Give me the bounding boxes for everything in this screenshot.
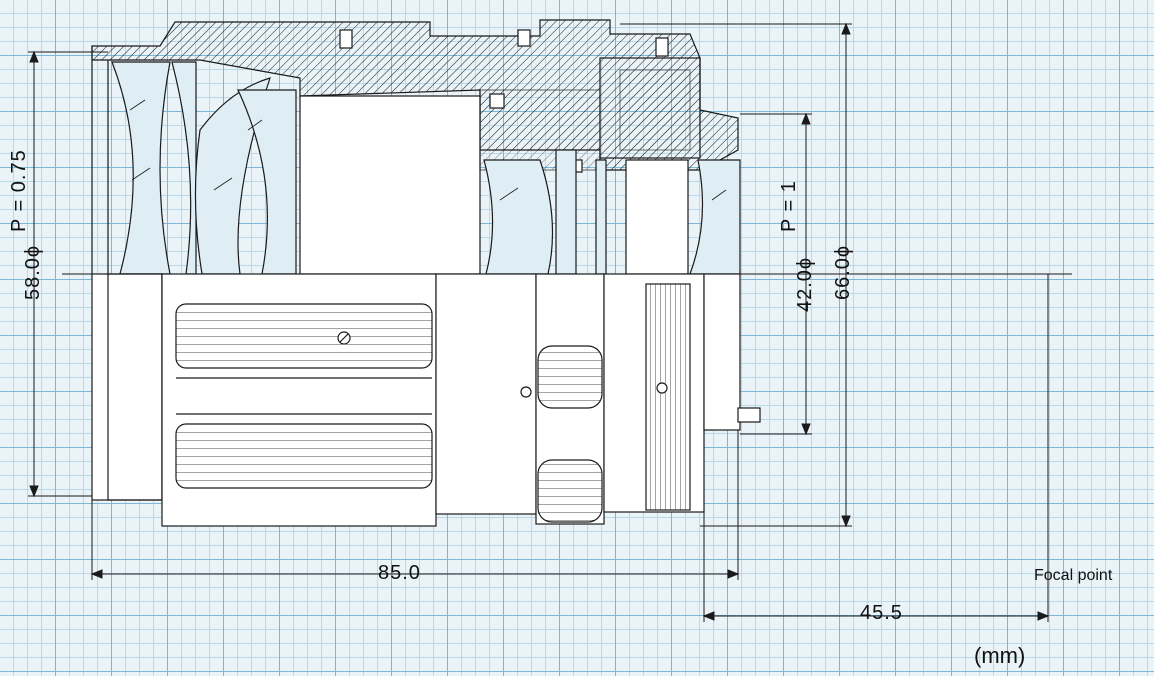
- mount-ring-knurl: [645, 283, 691, 511]
- aperture-barrel: [435, 273, 537, 515]
- lens-element-rear-spacer: [625, 159, 689, 275]
- lens-element-1: [111, 61, 171, 275]
- barrel-section-upper: [91, 19, 739, 275]
- focus-ring-knurl-upper: [175, 303, 433, 369]
- label-pitch-rear: P = 1: [778, 180, 800, 232]
- label-focal-point: Focal point: [1034, 567, 1113, 584]
- label-diameter-front: 58.0ϕ: [22, 244, 44, 300]
- front-ring: [91, 273, 163, 501]
- lens-element-2: [171, 61, 197, 275]
- label-diameter-max: 66.0ϕ: [832, 244, 854, 300]
- lens-element-6: [555, 149, 577, 275]
- label-length-total: 85.0: [378, 562, 421, 584]
- label-unit: (mm): [974, 643, 1026, 668]
- dimension-lines: [28, 22, 1050, 622]
- lens-element-7: [595, 159, 607, 275]
- label-pitch-front: P = 0.75: [8, 149, 30, 232]
- barrel-exterior-lower: [91, 273, 761, 527]
- screw-head-3: [656, 382, 668, 394]
- lens-element-5: [483, 159, 554, 275]
- label-diameter-rear: 42.0ϕ: [794, 256, 816, 312]
- label-flange-focal: 45.5: [860, 602, 903, 624]
- glass-shading: [129, 99, 727, 201]
- screw-head-2: [520, 386, 532, 398]
- rear-mount: [703, 273, 741, 431]
- lens-element-8: [689, 159, 741, 275]
- focus-ring-knurl-lower: [175, 423, 433, 489]
- mount-pin: [737, 407, 761, 423]
- lens-elements: [111, 61, 741, 275]
